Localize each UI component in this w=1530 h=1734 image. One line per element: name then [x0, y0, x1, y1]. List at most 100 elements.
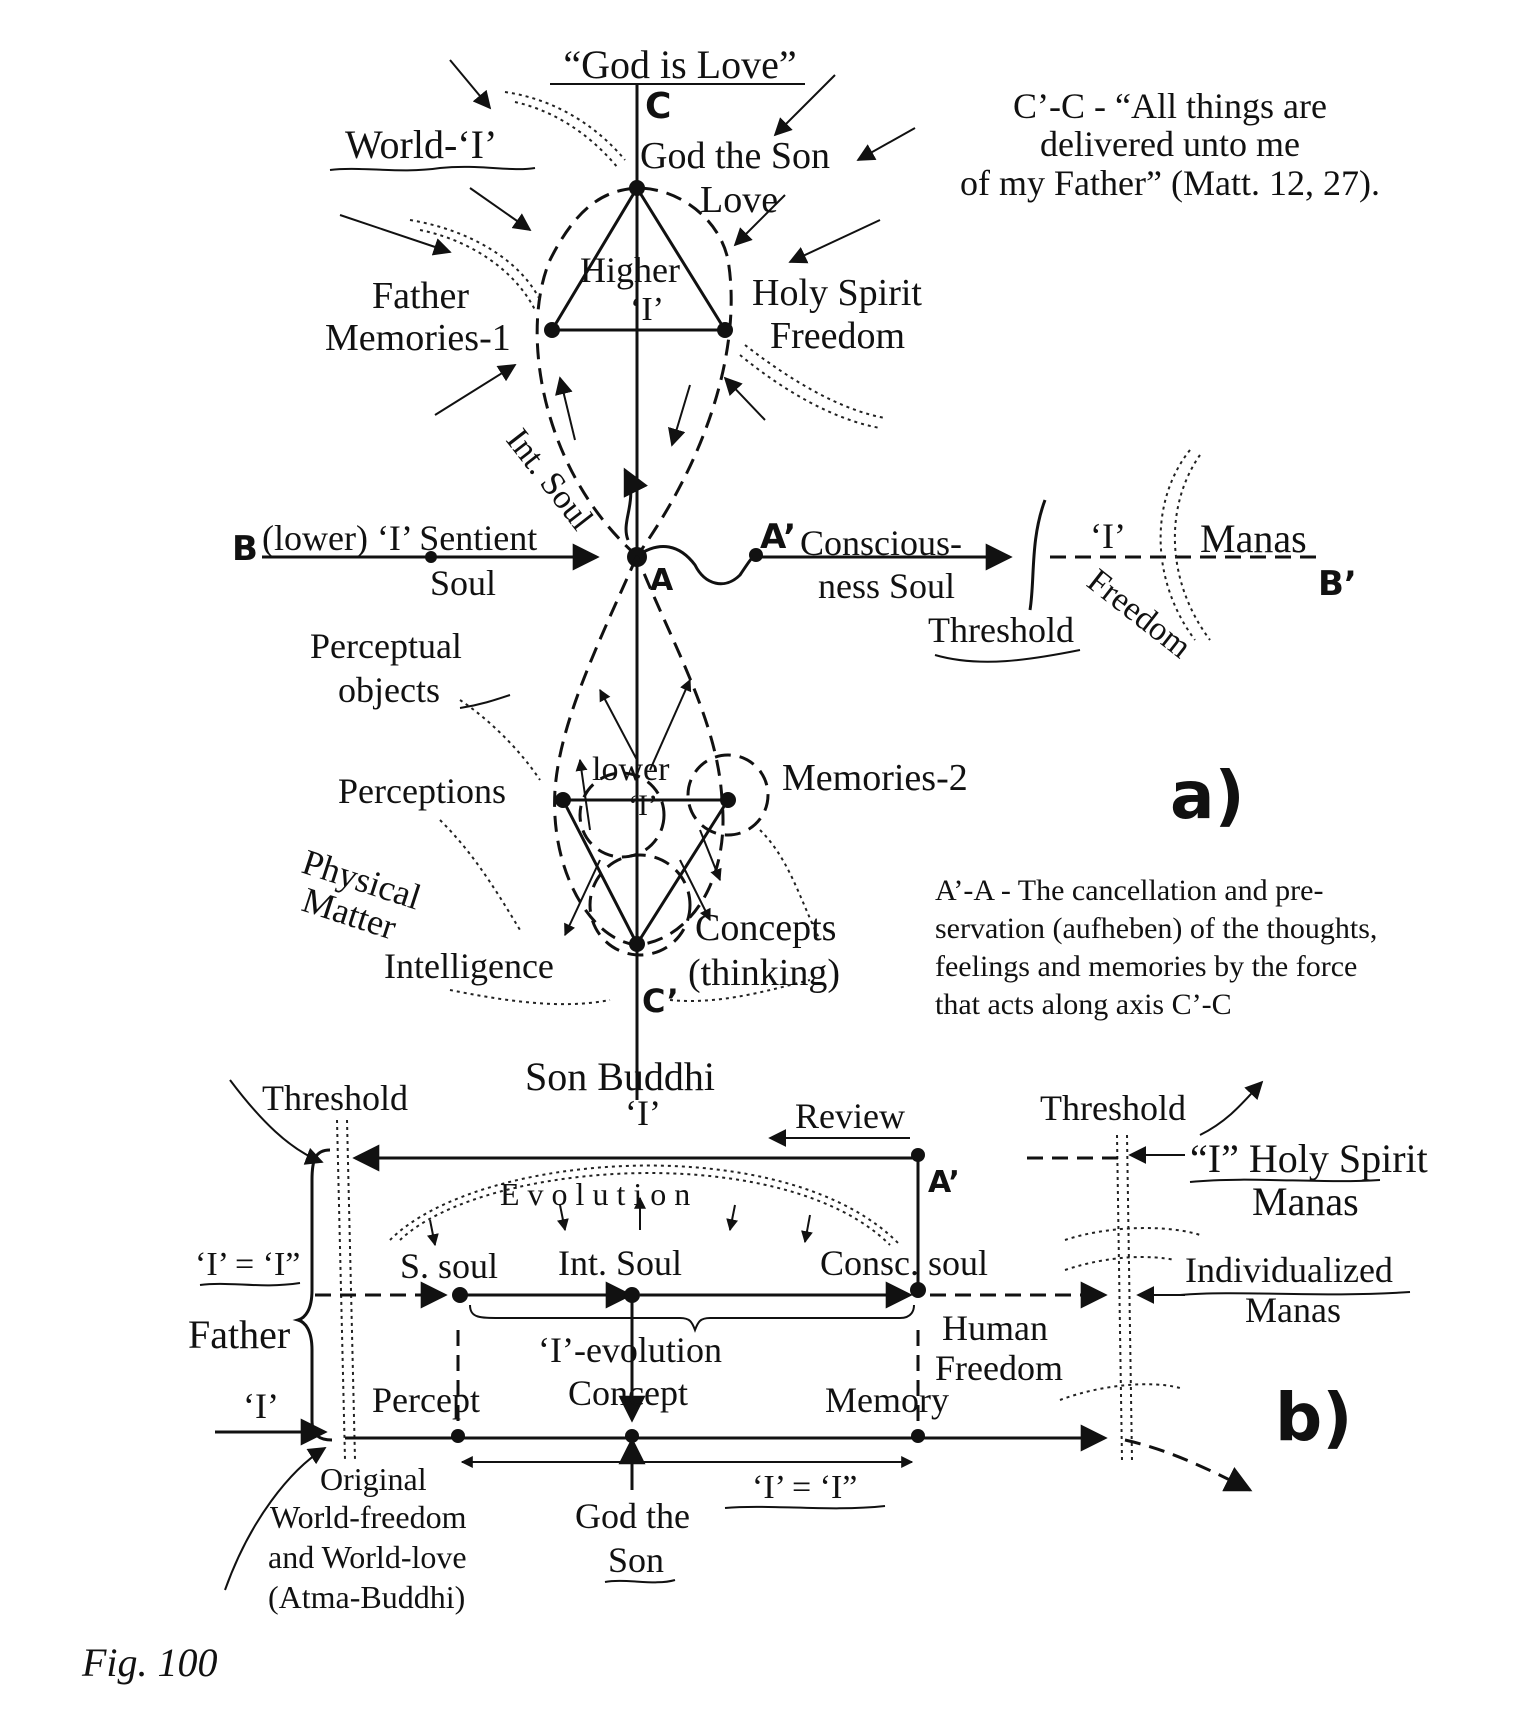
node-sentient-soul: [425, 551, 437, 563]
label-c-prime: C’: [642, 982, 679, 1020]
threshold-underline-a: [934, 649, 1081, 663]
label-atma-buddhi: (Atma-Buddhi): [268, 1579, 465, 1615]
label-world-freedom: World-freedom: [270, 1499, 467, 1535]
circle-memories: [686, 753, 770, 837]
wave-a-to-a-prime: [636, 545, 757, 586]
label-son-buddhi: Son Buddhi: [525, 1054, 715, 1099]
label-father-b: Father: [188, 1312, 290, 1357]
label-higher: Higher: [580, 250, 680, 290]
node-memory: [911, 1429, 925, 1443]
arrow-teardrop-right: [668, 384, 691, 447]
label-consc-soul: Consc. soul: [820, 1243, 988, 1283]
label-concepts: Concepts: [695, 907, 836, 949]
node-s-soul: [452, 1287, 468, 1303]
threshold-mark-a: [1028, 499, 1047, 611]
label-i-right: ‘I’: [1090, 516, 1126, 556]
node-percept: [451, 1429, 465, 1443]
label-memories-1: Memories-1: [325, 317, 511, 359]
underline-i-eq-i-left: [199, 1282, 301, 1287]
arrow-lower-2: [649, 678, 692, 771]
label-b-left: B: [232, 529, 258, 569]
hatch-lower-1: [459, 699, 541, 781]
underlines: [199, 83, 1411, 1584]
label-i-evolution: ‘I’-evolution: [538, 1330, 722, 1370]
label-i-eq-i-bottom: ‘I’ = ‘I”: [752, 1469, 857, 1506]
curl-int-soul: [623, 467, 648, 541]
manas-arc-2: [1173, 454, 1211, 641]
label-threshold-b-right: Threshold: [1040, 1088, 1186, 1128]
arrow-bottom-out: [1124, 1438, 1253, 1492]
arrow-lower-6: [699, 829, 722, 882]
label-son-b: Son: [608, 1540, 664, 1580]
arrow-evo-2: [556, 1204, 569, 1232]
label-objects: objects: [338, 670, 440, 710]
brace-i-evolution: [469, 1304, 915, 1333]
label-s-soul: S. soul: [400, 1246, 498, 1286]
node-memories-2: [720, 792, 736, 808]
label-lower-i: ‘I’: [628, 789, 658, 822]
arrow-love: [733, 194, 786, 247]
label-perceptual: Perceptual: [310, 626, 462, 666]
label-perceptions: Perceptions: [338, 771, 506, 811]
node-perceptions: [555, 792, 571, 808]
label-intelligence: Intelligence: [384, 946, 554, 986]
node-holy-spirit: [717, 322, 733, 338]
hatch-left: [409, 219, 541, 301]
arrow-evo-4: [726, 1204, 739, 1232]
label-freedom-top: Freedom: [770, 315, 905, 357]
hatch-manas-b: [1064, 1227, 1201, 1241]
label-son-buddhi-i: ‘I’: [625, 1093, 661, 1133]
circle-lower-i: [578, 771, 666, 859]
label-manas-b: Manas: [1252, 1179, 1359, 1224]
hatch-top-2: [514, 101, 619, 169]
hatch-human-freedom: [1059, 1383, 1181, 1401]
manas-arc: [1159, 449, 1196, 641]
label-god-is-love: “God is Love”: [563, 42, 796, 87]
arrow-father-top: [339, 214, 452, 256]
label-original: Original: [320, 1461, 427, 1497]
node-god-the-son: [629, 180, 645, 196]
label-lower: lower: [592, 751, 670, 788]
threshold-left-b: [336, 1119, 346, 1461]
label-ness-soul: ness Soul: [818, 566, 955, 606]
arrow-memories-1: [434, 364, 517, 416]
label-god-the-son: God the Son: [640, 135, 830, 177]
label-c-top: C: [645, 86, 671, 127]
label-human: Human: [942, 1308, 1048, 1348]
hatch-right-2: [739, 354, 881, 429]
arrow-god-son: [856, 127, 916, 161]
note-c-prime-c-3: of my Father” (Matt. 12, 27).: [960, 163, 1380, 203]
label-holy-spirit-top: Holy Spirit: [752, 272, 922, 314]
arrow-lower-5: [575, 758, 591, 831]
label-threshold-a: Threshold: [928, 610, 1074, 650]
label-manas-right: Manas: [1200, 516, 1307, 561]
arrow-original: [224, 1447, 327, 1591]
note-c-prime-c-1: C’-C - “All things are: [1013, 86, 1327, 126]
node-a-prime: [749, 548, 763, 562]
hatch-lower-4: [449, 989, 611, 1006]
label-freedom-b: Freedom: [935, 1348, 1063, 1388]
threshold-left-b-2: [346, 1119, 356, 1461]
note-a-prime-a-3: feelings and memories by the force: [935, 950, 1357, 983]
hatch-right: [744, 344, 886, 419]
underline-world-i: [329, 165, 536, 172]
label-percept: Percept: [372, 1380, 480, 1420]
node-int-soul: [624, 1287, 640, 1303]
label-threshold-b-left: Threshold: [262, 1078, 408, 1118]
label-a-prime: A’: [760, 517, 796, 557]
threshold-right-b: [1116, 1134, 1123, 1461]
label-b-prime: B’: [1318, 564, 1357, 604]
hatch-manas-b-2: [1064, 1256, 1176, 1271]
note-a-prime-a-2: servation (aufheben) of the thoughts,: [935, 912, 1377, 945]
node-father: [544, 322, 560, 338]
note-c-prime-c-2: delivered unto me: [1040, 124, 1300, 164]
lower-triangle: [561, 798, 731, 948]
arrow-top-right: [773, 74, 836, 137]
label-love: Love: [700, 179, 778, 221]
underline-i-holy-spirit: [1189, 1178, 1381, 1183]
arrow-freedom-top: [723, 376, 766, 421]
node-intelligence: [629, 936, 645, 952]
label-god-the-son-b: God the: [575, 1496, 690, 1536]
label-panel-a: a): [1170, 757, 1245, 834]
